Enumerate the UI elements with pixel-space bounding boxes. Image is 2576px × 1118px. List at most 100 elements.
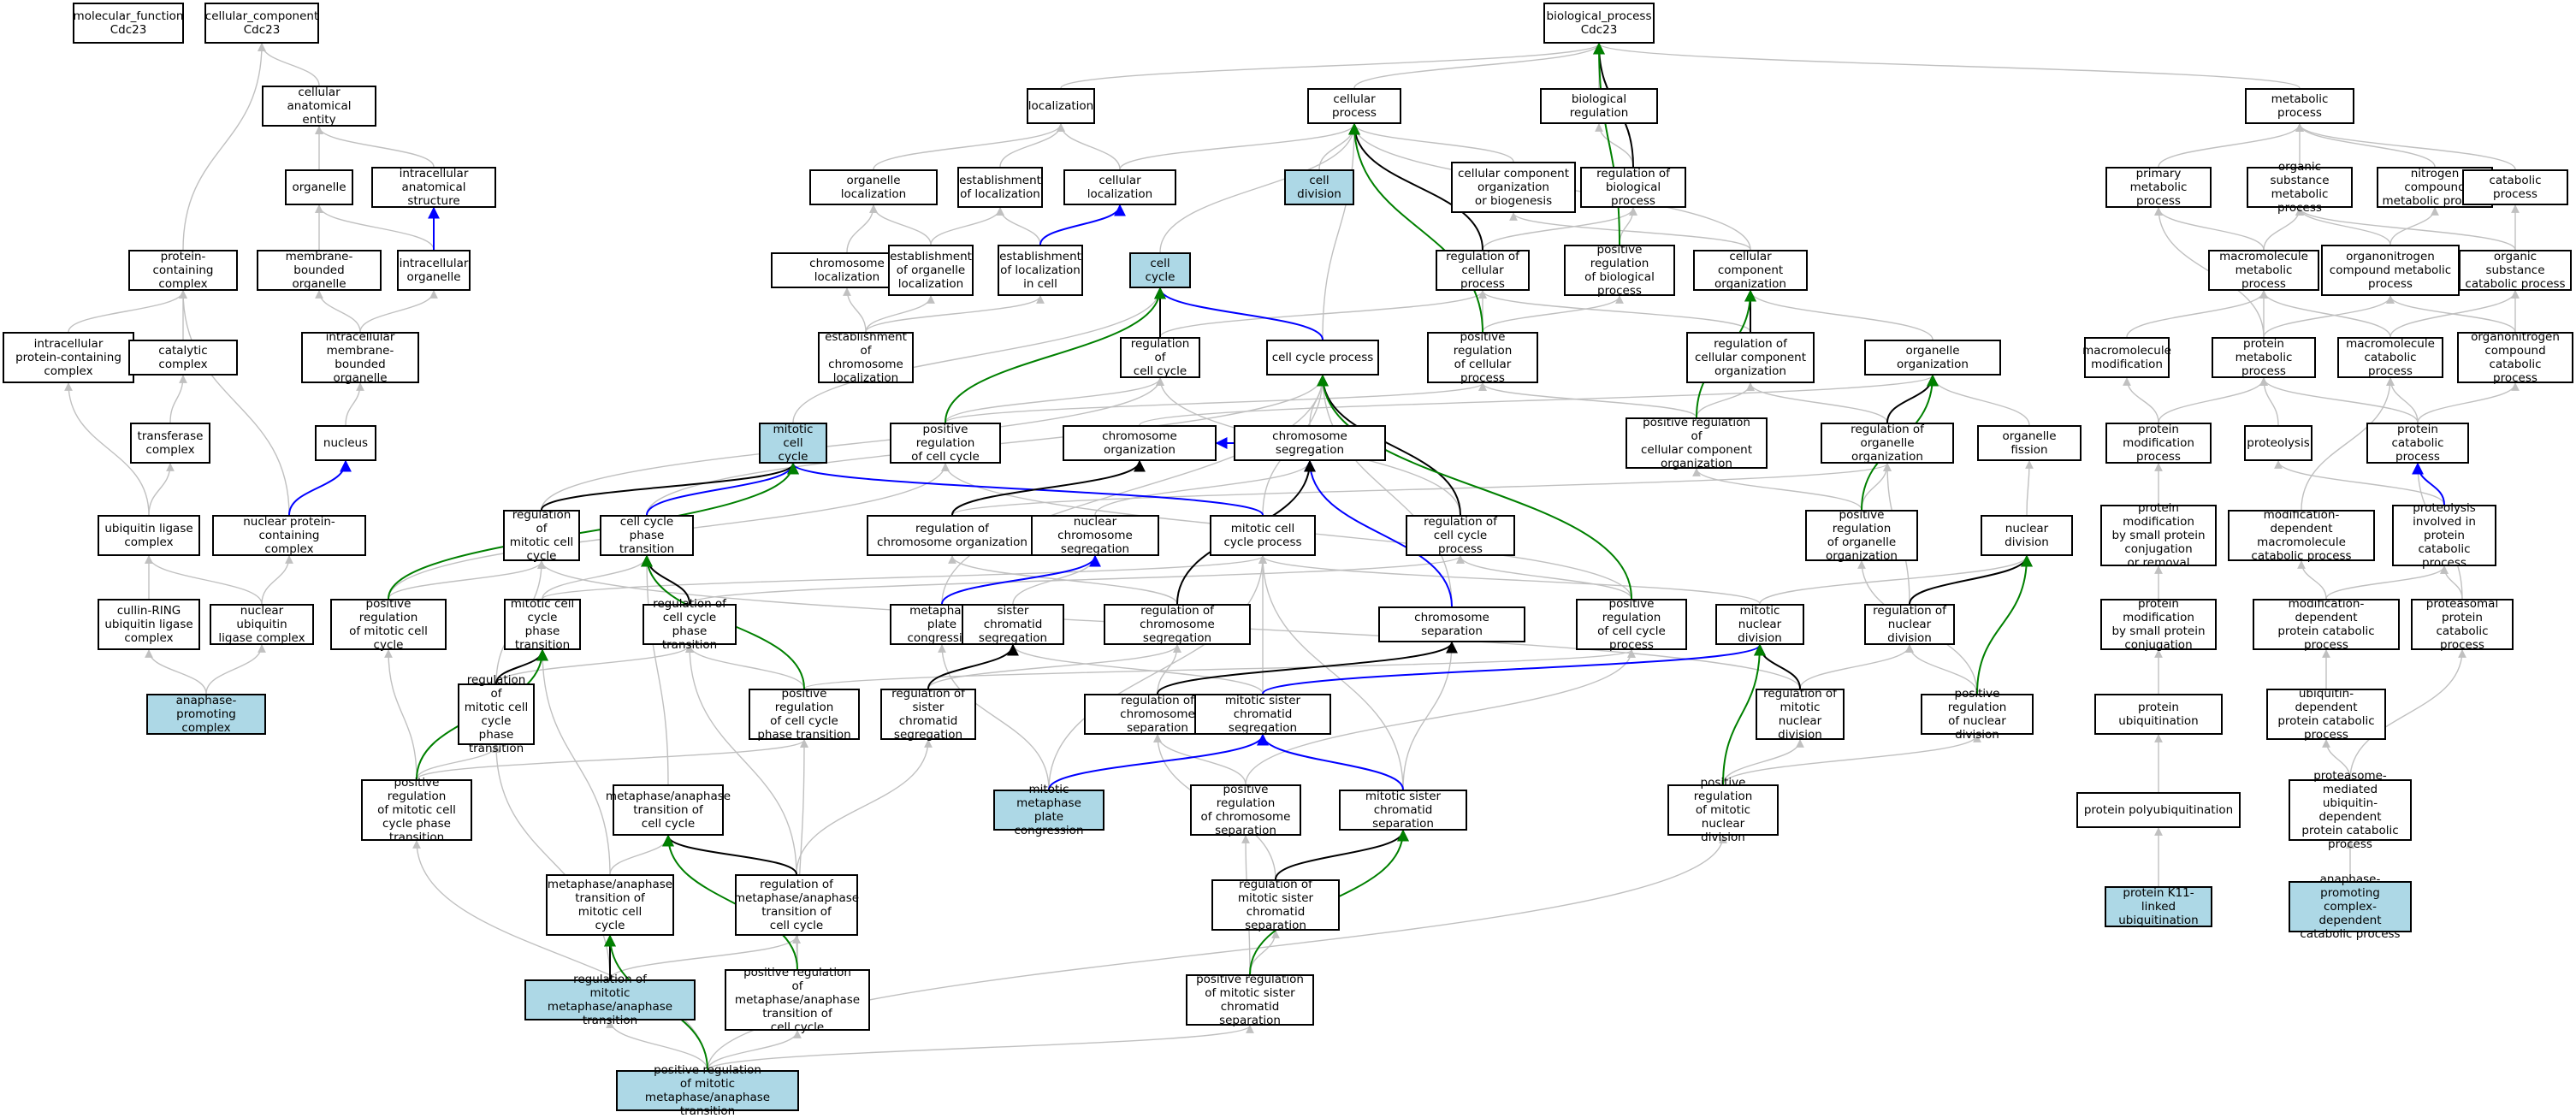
go-term-node-mp[interactable]: metabolic process: [2245, 88, 2354, 124]
go-term-node-polyubiq[interactable]: protein polyubiquitination: [2076, 792, 2241, 828]
go-term-node-pmspconj[interactable]: protein modification by small protein co…: [2100, 597, 2217, 652]
go-term-node-mscsep[interactable]: mitotic sister chromatid separation: [1339, 790, 1467, 831]
go-term-node-cellcycle[interactable]: cell cycle: [1129, 252, 1191, 288]
go-term-node-proo[interactable]: positive regulation of organelle organiz…: [1805, 508, 1918, 563]
go-term-node-rmccpt[interactable]: regulation of mitotic cell cycle phase t…: [458, 673, 535, 755]
go-term-node-prmcc[interactable]: positive regulation of mitotic cell cycl…: [330, 597, 447, 652]
go-term-node-ias[interactable]: intracellular anatomical structure: [371, 167, 496, 208]
go-term-node-orgloc[interactable]: organelle localization: [809, 169, 938, 205]
go-term-node-prcc[interactable]: positive regulation of cell cycle: [890, 423, 1001, 464]
go-term-node-rchromseg[interactable]: regulation of chromosome segregation: [1104, 604, 1251, 645]
go-term-node-rbp[interactable]: regulation of biological process: [1580, 167, 1686, 208]
go-term-node-cae[interactable]: cellular anatomical entity: [262, 86, 376, 127]
go-term-node-loc[interactable]: localization: [1027, 88, 1095, 124]
go-term-node-mmpc[interactable]: mitotic metaphase plate congression: [993, 783, 1104, 837]
go-term-node-prbp[interactable]: positive regulation of biological proces…: [1564, 243, 1675, 298]
go-term-node-ncmp[interactable]: nitrogen compound metabolic process: [2377, 167, 2493, 208]
go-term-node-estorgloc[interactable]: establishment of organelle localization: [888, 245, 974, 296]
go-term-node-rmscsep[interactable]: regulation of mitotic sister chromatid s…: [1211, 878, 1340, 932]
go-term-node-udpcp[interactable]: ubiquitin-dependent protein catabolic pr…: [2266, 687, 2386, 742]
go-term-node-transferase[interactable]: transferase complex: [130, 423, 210, 464]
go-term-node-breg[interactable]: biological regulation: [1540, 88, 1658, 124]
go-term-node-pcp[interactable]: proteasomal protein catabolic process: [2411, 597, 2514, 652]
go-term-node-rccpt[interactable]: regulation of cell cycle phase transitio…: [643, 597, 737, 652]
go-term-node-crulc[interactable]: cullin-RING ubiquitin ligase complex: [98, 599, 200, 650]
go-term-node-rcc[interactable]: regulation of cell cycle: [1120, 337, 1200, 378]
go-term-node-imbo[interactable]: intracellular membrane-bounded organelle: [301, 330, 419, 385]
go-term-node-apc[interactable]: anaphase-promoting complex: [146, 694, 266, 735]
go-term-node-prmmat[interactable]: positive regulation of mitotic metaphase…: [616, 1063, 799, 1118]
go-term-node-prmccpt[interactable]: positive regulation of mitotic cell cycl…: [361, 776, 472, 844]
go-term-node-bp[interactable]: biological_process Cdc23: [1543, 3, 1655, 44]
go-term-node-celldiv[interactable]: cell division: [1284, 169, 1354, 205]
go-term-node-matmcc[interactable]: metaphase/anaphase transition of mitotic…: [546, 874, 674, 936]
go-term-node-rnd[interactable]: regulation of nuclear division: [1864, 604, 1955, 645]
go-term-node-cp[interactable]: cellular process: [1307, 88, 1401, 124]
go-term-node-prccpt[interactable]: positive regulation of cell cycle phase …: [749, 687, 860, 742]
go-term-node-estchromloc[interactable]: establishment of chromosome localization: [818, 330, 914, 385]
go-term-node-mmp[interactable]: macromolecule metabolic process: [2208, 250, 2319, 291]
go-term-node-cc[interactable]: cellular_component Cdc23: [204, 3, 319, 44]
go-term-node-nucleus[interactable]: nucleus: [315, 425, 376, 461]
go-term-node-catcomplex[interactable]: catalytic complex: [128, 340, 238, 376]
go-term-node-ccpt[interactable]: cell cycle phase transition: [600, 515, 694, 556]
go-term-node-mdmcp[interactable]: modification-dependent macromolecule cat…: [2228, 508, 2375, 563]
go-term-node-mf[interactable]: molecular_function Cdc23: [73, 3, 184, 44]
go-term-node-ulc[interactable]: ubiquitin ligase complex: [98, 515, 200, 556]
go-term-node-chromseg[interactable]: chromosome segregation: [1234, 425, 1386, 461]
go-term-node-pipcp[interactable]: proteolysis involved in protein cataboli…: [2392, 501, 2496, 570]
go-term-node-ocmp[interactable]: organonitrogen compound metabolic proces…: [2321, 245, 2460, 296]
go-term-node-pcc[interactable]: protein-containing complex: [128, 250, 238, 291]
go-term-node-rmnd[interactable]: regulation of mitotic nuclear division: [1756, 687, 1845, 742]
go-term-node-scs[interactable]: sister chromatid segregation: [962, 604, 1064, 645]
go-term-node-estlocincell[interactable]: establishment of localization in cell: [998, 245, 1083, 296]
go-term-node-chromorg[interactable]: chromosome organization: [1063, 425, 1217, 461]
go-term-node-pumucp[interactable]: proteasome-mediated ubiquitin-dependent …: [2289, 769, 2412, 851]
go-term-node-matcc[interactable]: metaphase/anaphase transition of cell cy…: [606, 784, 731, 836]
go-term-node-rmmat[interactable]: regulation of mitotic metaphase/anaphase…: [524, 973, 696, 1027]
go-term-node-ncs[interactable]: nuclear chromosome segregation: [1031, 515, 1159, 556]
go-term-node-prcp[interactable]: positive regulation of cellular process: [1427, 330, 1538, 385]
go-term-node-rccp[interactable]: regulation of cell cycle process: [1406, 515, 1515, 556]
go-term-node-pmp[interactable]: primary metabolic process: [2105, 167, 2212, 208]
go-term-node-oscp[interactable]: organic substance catabolic process: [2459, 250, 2572, 291]
go-term-node-estloc[interactable]: establishment of localization: [957, 167, 1043, 208]
go-term-node-io[interactable]: intracellular organelle: [397, 250, 471, 291]
go-term-node-orgorg[interactable]: organelle organization: [1864, 340, 2001, 376]
go-term-node-rmcc[interactable]: regulation of mitotic cell cycle: [503, 508, 580, 563]
go-term-node-prmscsep[interactable]: positive regulation of mitotic sister ch…: [1186, 973, 1314, 1027]
go-term-node-orgfission[interactable]: organelle fission: [1977, 425, 2082, 461]
go-term-node-prmnd[interactable]: positive regulation of mitotic nuclear d…: [1667, 776, 1779, 844]
go-term-node-osmp[interactable]: organic substance metabolic process: [2247, 160, 2353, 215]
go-term-node-mccp[interactable]: mitotic cell cycle process: [1210, 515, 1316, 556]
go-term-node-chromsep[interactable]: chromosome separation: [1378, 606, 1525, 642]
go-term-node-ccp[interactable]: cell cycle process: [1266, 340, 1379, 376]
go-term-node-protmod[interactable]: protein modification process: [2105, 423, 2212, 464]
go-term-node-mcp[interactable]: macromolecule catabolic process: [2337, 337, 2443, 378]
go-term-node-protubiq[interactable]: protein ubiquitination: [2094, 694, 2223, 735]
go-term-node-cco[interactable]: cellular component organization: [1693, 250, 1808, 291]
go-term-node-mdpcp[interactable]: modification-dependent protein catabolic…: [2253, 597, 2400, 652]
go-term-node-mccpt[interactable]: mitotic cell cycle phase transition: [504, 597, 581, 652]
go-term-node-roo[interactable]: regulation of organelle organization: [1821, 423, 1954, 464]
go-term-node-prchromsep[interactable]: positive regulation of chromosome separa…: [1190, 783, 1301, 837]
go-term-node-ipcc[interactable]: intracellular protein-containing complex: [3, 332, 134, 383]
go-term-node-catp[interactable]: catabolic process: [2462, 169, 2568, 205]
go-term-node-rscs[interactable]: regulation of sister chromatid segregati…: [880, 687, 976, 742]
go-term-node-mcc[interactable]: mitotic cell cycle: [759, 423, 827, 464]
go-term-node-k11[interactable]: protein K11-linked ubiquitination: [2105, 886, 2212, 927]
go-term-node-npcc[interactable]: nuclear protein-containing complex: [212, 515, 366, 556]
go-term-node-prcco[interactable]: positive regulation of cellular componen…: [1626, 416, 1768, 470]
go-term-node-occp[interactable]: organonitrogen compound catabolic proces…: [2457, 330, 2573, 385]
go-term-node-mmod[interactable]: macromolecule modification: [2082, 337, 2171, 378]
go-term-node-nulc[interactable]: nuclear ubiquitin ligase complex: [210, 604, 314, 645]
go-term-node-prmatcc[interactable]: positive regulation of metaphase/anaphas…: [725, 966, 870, 1034]
go-term-node-rmatcc[interactable]: regulation of metaphase/anaphase transit…: [734, 874, 859, 936]
go-term-node-prccp[interactable]: positive regulation of cell cycle proces…: [1576, 597, 1687, 652]
go-term-node-mscs[interactable]: mitotic sister chromatid segregation: [1194, 694, 1331, 735]
go-term-node-cellloc[interactable]: cellular localization: [1063, 169, 1176, 205]
go-term-node-ccob[interactable]: cellular component organization or bioge…: [1451, 162, 1576, 213]
go-term-node-mbo[interactable]: membrane-bounded organelle: [257, 250, 382, 291]
go-term-node-nucdiv[interactable]: nuclear division: [1981, 515, 2073, 556]
go-term-node-apcdcp[interactable]: anaphase-promoting complex-dependent cat…: [2289, 873, 2412, 941]
